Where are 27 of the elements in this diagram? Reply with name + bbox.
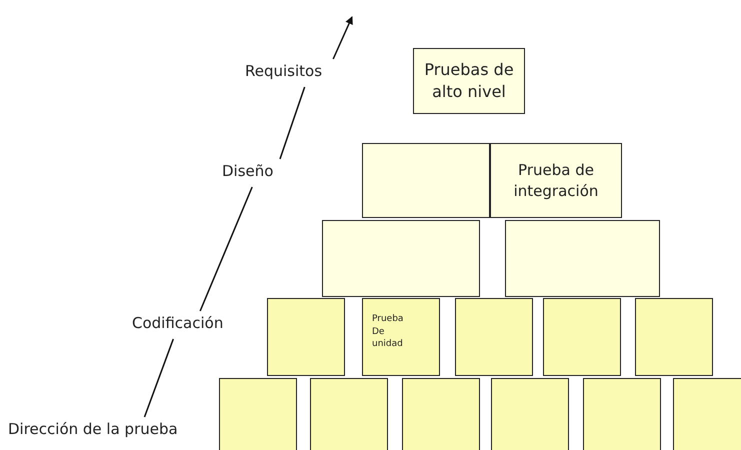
pyramid-block bbox=[583, 378, 661, 450]
connector-line bbox=[144, 338, 174, 418]
connector-line bbox=[199, 186, 253, 312]
pyramid-block bbox=[362, 143, 490, 218]
pyramid-block bbox=[490, 143, 622, 218]
pyramid-block bbox=[362, 298, 440, 376]
pyramid-block bbox=[267, 298, 345, 376]
pyramid-block bbox=[402, 378, 480, 450]
pyramid-block bbox=[310, 378, 388, 450]
arrow bbox=[332, 16, 353, 60]
pyramid-block bbox=[455, 298, 533, 376]
axis-label: Diseño bbox=[222, 162, 274, 180]
axis-label: Requisitos bbox=[245, 62, 322, 80]
axis-label: Codificación bbox=[132, 314, 224, 332]
pyramid-block bbox=[322, 220, 480, 297]
connector-line bbox=[279, 86, 306, 160]
block-label: Pruebas de alto nivel bbox=[423, 58, 515, 103]
pyramid-block bbox=[413, 48, 525, 114]
pyramid-block bbox=[219, 378, 297, 450]
pyramid-block bbox=[491, 378, 569, 450]
block-label: Prueba de integración bbox=[512, 160, 600, 202]
axis-label: Dirección de la prueba bbox=[8, 420, 178, 438]
pyramid-block bbox=[505, 220, 660, 297]
block-label: Prueba De unidad bbox=[372, 313, 404, 351]
pyramid-block bbox=[673, 378, 741, 450]
pyramid-block bbox=[635, 298, 713, 376]
pyramid-block bbox=[543, 298, 621, 376]
